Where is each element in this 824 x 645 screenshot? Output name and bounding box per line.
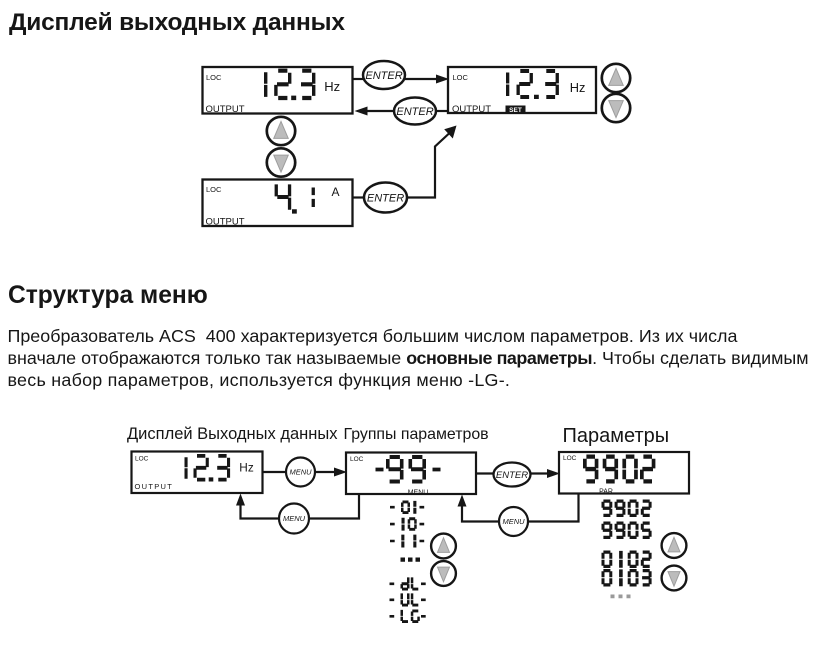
svg-text:LOC: LOC: [135, 456, 149, 463]
svg-text:MENU: MENU: [408, 490, 429, 497]
svg-text:ENTER: ENTER: [496, 470, 528, 481]
svg-text:LOC: LOC: [206, 73, 222, 82]
svg-text:LOC: LOC: [350, 456, 364, 463]
svg-text:OUTPUT: OUTPUT: [452, 104, 491, 115]
svg-text:LOC: LOC: [453, 73, 469, 82]
svg-text:ENTER: ENTER: [365, 70, 402, 82]
svg-text:OUTPUT: OUTPUT: [206, 217, 245, 228]
svg-text:ENTER: ENTER: [367, 193, 404, 205]
svg-text:MENU: MENU: [502, 517, 525, 526]
svg-text:MENU: MENU: [289, 468, 312, 477]
svg-text:SET: SET: [509, 107, 522, 114]
svg-text:A: A: [332, 185, 340, 199]
svg-text:Hz: Hz: [239, 461, 254, 475]
svg-text:MENU: MENU: [283, 514, 306, 523]
svg-text:ENTER: ENTER: [396, 106, 433, 118]
svg-text:LOC: LOC: [206, 185, 222, 194]
svg-text:OUTPUT: OUTPUT: [135, 482, 174, 491]
svg-text:Hz: Hz: [570, 80, 586, 95]
svg-text:PAR: PAR: [599, 489, 613, 496]
svg-text:Hz: Hz: [324, 79, 340, 94]
svg-text:LOC: LOC: [563, 455, 577, 462]
svg-text:OUTPUT: OUTPUT: [206, 104, 245, 115]
